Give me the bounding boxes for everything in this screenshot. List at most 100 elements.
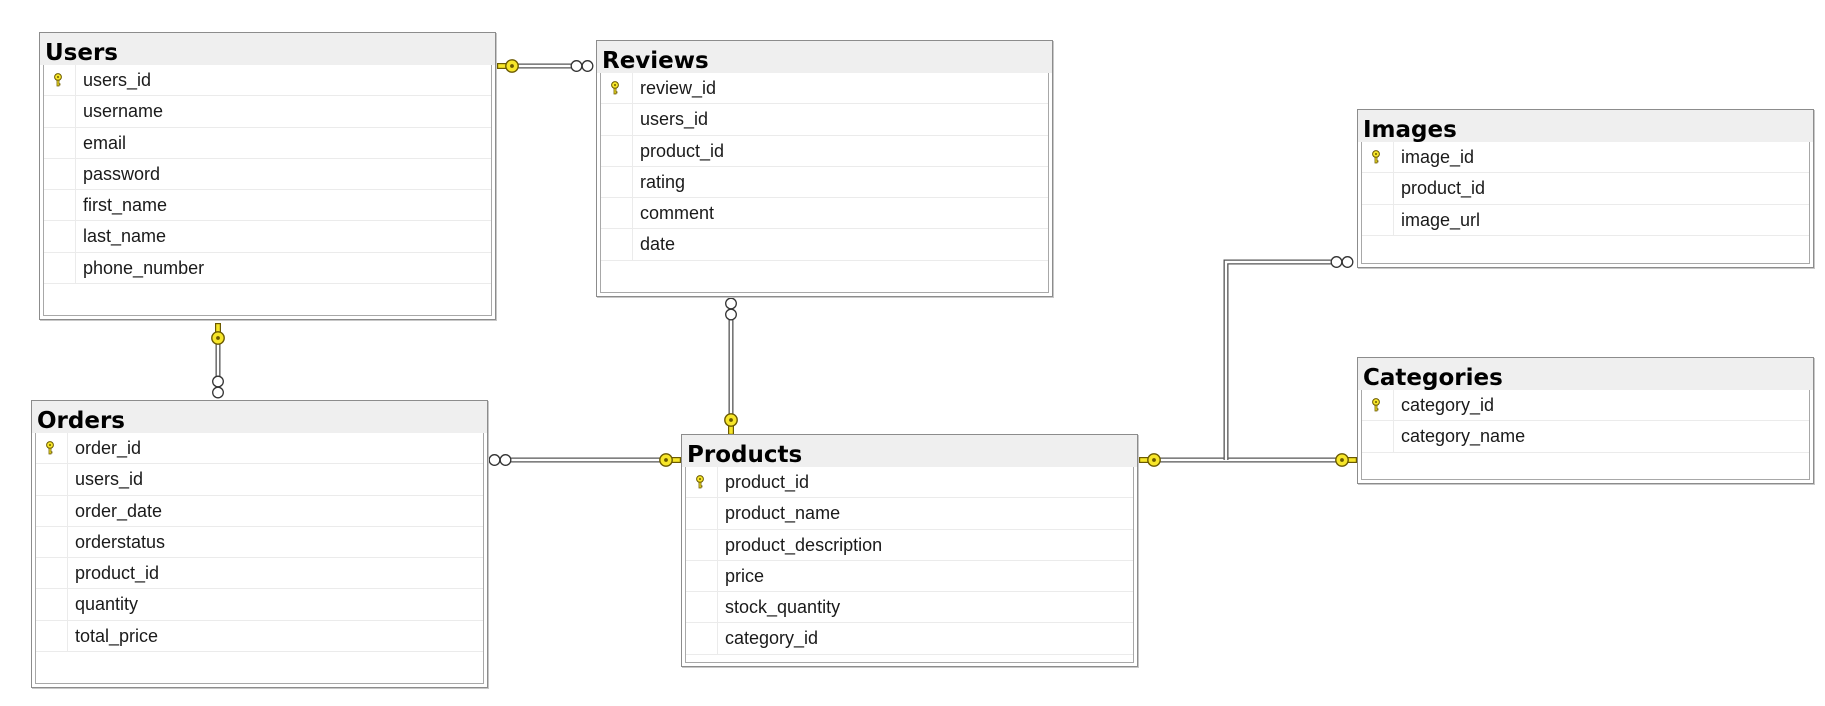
column-name: quantity	[75, 594, 139, 615]
row-selector[interactable]	[686, 560, 718, 592]
row-selector[interactable]	[686, 529, 718, 560]
row-selector[interactable]	[36, 620, 68, 652]
relationship-line	[1223, 259, 1336, 460]
column-name: rating	[640, 171, 686, 192]
row-selector[interactable]	[1362, 173, 1394, 204]
column-row[interactable]: total_price	[36, 620, 483, 653]
column-row[interactable]: last_name	[44, 221, 491, 253]
column-name: product_description	[725, 534, 883, 555]
row-selector[interactable]	[36, 526, 68, 558]
table-title: Categories	[1358, 358, 1813, 390]
column-row[interactable]: product_id	[686, 467, 1133, 499]
column-row[interactable]: first_name	[44, 190, 491, 222]
row-selector[interactable]	[44, 221, 76, 252]
column-row[interactable]: order_date	[36, 495, 483, 527]
column-row[interactable]: order_id	[36, 433, 483, 465]
column-row[interactable]: users_id	[601, 104, 1048, 136]
infinity-icon	[488, 454, 512, 466]
table-title: Images	[1358, 110, 1813, 142]
column-row[interactable]: image_url	[1362, 204, 1809, 236]
column-row[interactable]: product_name	[686, 498, 1133, 530]
column-name: image_id	[1401, 147, 1475, 167]
column-row[interactable]: date	[601, 229, 1048, 261]
column-name: stock_quantity	[725, 597, 841, 618]
row-selector[interactable]	[686, 467, 718, 498]
row-selector[interactable]	[44, 96, 76, 127]
column-row[interactable]: users_id	[44, 65, 491, 97]
infinity-icon	[725, 297, 737, 321]
column-row[interactable]: price	[686, 560, 1133, 593]
primary-key-icon	[611, 81, 619, 95]
row-selector[interactable]	[44, 158, 76, 190]
column-row[interactable]: quantity	[36, 589, 483, 621]
column-row[interactable]: product_id	[1362, 173, 1809, 205]
column-name: users_id	[640, 109, 709, 130]
column-row[interactable]: stock_quantity	[686, 592, 1133, 624]
column-row[interactable]: password	[44, 158, 491, 191]
column-row[interactable]: rating	[601, 166, 1048, 199]
row-selector[interactable]	[36, 495, 68, 526]
row-selector[interactable]	[44, 127, 76, 158]
column-row[interactable]: username	[44, 96, 491, 128]
row-selector[interactable]	[601, 135, 633, 166]
column-row[interactable]: email	[44, 127, 491, 159]
column-name: product_id	[640, 140, 725, 161]
row-selector[interactable]	[601, 198, 633, 229]
row-selector[interactable]	[36, 589, 68, 620]
column-row[interactable]: image_id	[1362, 142, 1809, 174]
column-name: comment	[640, 203, 715, 224]
column-name: category_id	[725, 628, 819, 649]
row-selector[interactable]	[686, 498, 718, 529]
row-selector[interactable]	[686, 592, 718, 623]
table-title: Products	[682, 435, 1137, 467]
column-row[interactable]: orderstatus	[36, 526, 483, 559]
column-row[interactable]: category_id	[686, 623, 1133, 655]
column-row[interactable]: product_description	[686, 529, 1133, 561]
row-selector[interactable]	[601, 166, 633, 198]
row-selector[interactable]	[36, 464, 68, 495]
column-row[interactable]: comment	[601, 198, 1048, 230]
column-name: price	[725, 565, 765, 586]
row-selector[interactable]	[601, 104, 633, 135]
column-name: total_price	[75, 625, 159, 646]
row-selector[interactable]	[36, 558, 68, 589]
row-selector[interactable]	[686, 623, 718, 654]
row-selector[interactable]	[44, 190, 76, 221]
column-name: order_date	[75, 500, 163, 521]
column-row[interactable]: review_id	[601, 73, 1048, 105]
row-selector[interactable]	[601, 73, 633, 104]
key-icon	[724, 413, 738, 435]
column-name: username	[83, 101, 164, 122]
key-icon	[1139, 453, 1161, 467]
row-selector[interactable]	[1362, 142, 1394, 173]
column-row[interactable]: category_name	[1362, 421, 1809, 453]
column-name: order_id	[75, 438, 142, 458]
row-selector[interactable]	[44, 65, 76, 96]
row-selector[interactable]	[1362, 390, 1394, 421]
key-icon	[1335, 453, 1357, 467]
row-selector[interactable]	[44, 252, 76, 284]
row-selector[interactable]	[36, 433, 68, 464]
column-list: order_id users_id order_date orderstatus pro…	[35, 433, 484, 684]
column-name: email	[83, 132, 127, 153]
column-row[interactable]: product_id	[36, 558, 483, 590]
column-row[interactable]: phone_number	[44, 252, 491, 285]
column-name: phone_number	[83, 257, 205, 278]
column-row[interactable]: category_id	[1362, 390, 1809, 422]
column-name: product_id	[75, 563, 160, 584]
column-row[interactable]: users_id	[36, 464, 483, 496]
primary-key-icon	[46, 441, 54, 455]
column-name: users_id	[83, 70, 152, 90]
row-selector[interactable]	[1362, 204, 1394, 235]
column-row[interactable]: product_id	[601, 135, 1048, 167]
row-selector[interactable]	[1362, 421, 1394, 452]
row-selector[interactable]	[601, 229, 633, 260]
